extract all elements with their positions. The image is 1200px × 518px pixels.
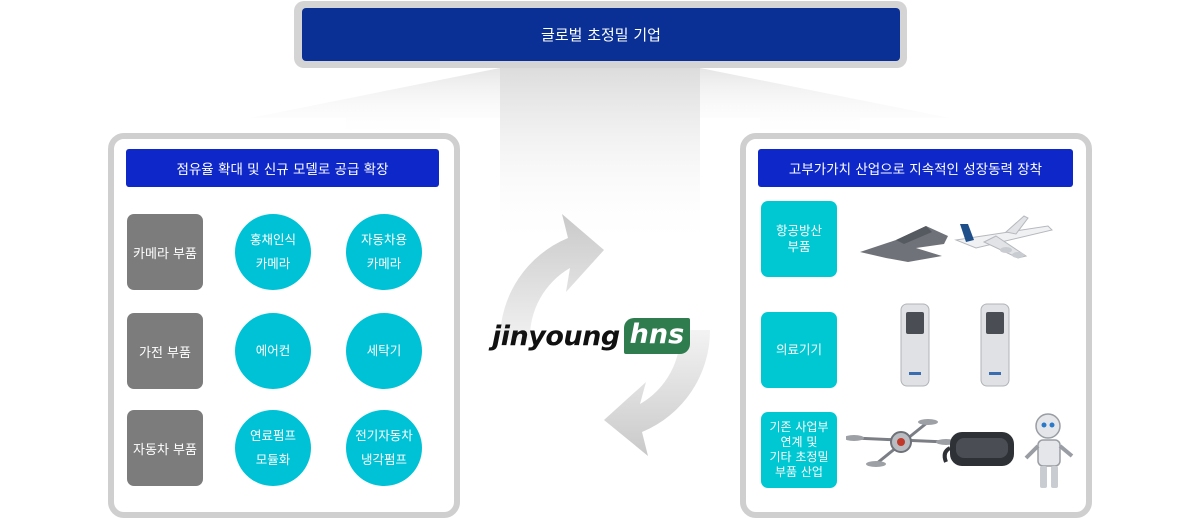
item-washing-machine: 세탁기 [346, 313, 422, 389]
left-panel-header-text: 점유율 확대 및 신규 모델로 공급 확장 [176, 162, 389, 178]
medical-device-images [900, 303, 1010, 387]
category-medical-devices: 의료기기 [761, 312, 837, 388]
item-air-conditioner: 에어컨 [235, 313, 311, 389]
funnel-center [500, 68, 700, 250]
item-label: 자동차용 카메라 [360, 232, 407, 271]
logo-hns-badge: hns [623, 318, 691, 354]
category-aerospace-defense: 항공방산 부품 [761, 201, 837, 277]
item-fuel-pump-module: 연료펌프 모듈화 [235, 410, 311, 486]
other-industry-images [846, 413, 1074, 488]
funnel-left [250, 68, 500, 133]
category-label: 카메라 부품 [133, 246, 197, 262]
vr-headset-icon [942, 432, 1014, 466]
item-iris-camera: 홍채인식 카메라 [235, 214, 311, 290]
category-label: 항공방산 부품 [775, 223, 822, 254]
category-other-precision: 기존 사업부 연계 및 기타 초정밀 부품 산업 [761, 412, 837, 488]
item-ev-cooling-pump: 전기자동차 냉각펌프 [346, 410, 422, 486]
medical-device-icon [980, 303, 1010, 387]
cycle-arrow-bottom [604, 330, 711, 456]
fighter-jet-icon [860, 226, 948, 262]
top-banner-title: 글로벌 초정밀 기업 [541, 26, 661, 44]
top-banner: 글로벌 초정밀 기업 [302, 8, 900, 61]
cycle-arrow-top [499, 214, 604, 340]
item-label: 세탁기 [366, 343, 402, 358]
item-label: 에어컨 [255, 343, 291, 358]
category-label: 자동차 부품 [133, 442, 197, 458]
right-panel-header: 고부가가치 산업으로 지속적인 성장동력 장착 [758, 149, 1073, 187]
medical-device-icon [900, 303, 930, 387]
category-appliance-parts: 가전 부품 [127, 313, 203, 389]
item-automotive-camera: 자동차용 카메라 [346, 214, 422, 290]
funnel-right [700, 68, 950, 133]
airliner-icon [954, 215, 1053, 259]
logo-wordmark: JINYOUNG [492, 320, 620, 352]
item-label: 전기자동차 냉각펌프 [355, 428, 413, 467]
item-label: 연료펌프 모듈화 [249, 428, 296, 467]
category-camera-parts: 카메라 부품 [127, 214, 203, 290]
category-label: 기존 사업부 연계 및 기타 초정밀 부품 산업 [769, 420, 829, 479]
left-panel-header: 점유율 확대 및 신규 모델로 공급 확장 [126, 149, 439, 187]
item-label: 홍채인식 카메라 [249, 232, 296, 271]
drone-icon [846, 419, 956, 467]
category-label: 가전 부품 [139, 345, 191, 361]
robot-icon [1024, 413, 1074, 488]
right-panel-header-text: 고부가가치 산업으로 지속적인 성장동력 장착 [788, 162, 1043, 178]
aircraft-images [860, 215, 1053, 262]
category-automotive-parts: 자동차 부품 [127, 410, 203, 486]
company-logo: JINYOUNG hns [492, 314, 712, 358]
category-label: 의료기기 [775, 342, 822, 357]
